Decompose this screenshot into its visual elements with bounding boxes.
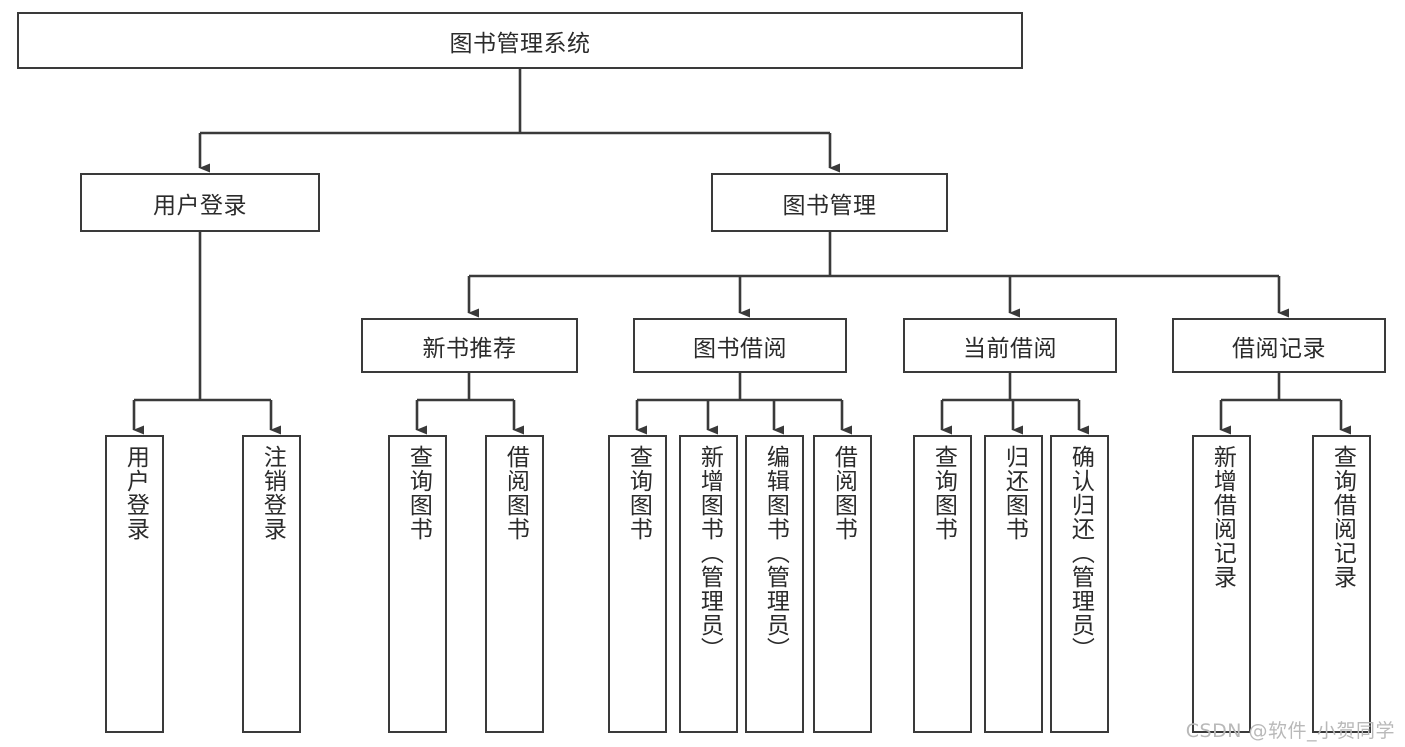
node-book-manage[interactable]: 图书管理 [711, 173, 948, 232]
leaf-label: 新增借阅记录 [1209, 445, 1236, 589]
node-leaf-query-book-1[interactable]: 查询图书 [388, 435, 447, 733]
node-leaf-logout[interactable]: 注销登录 [242, 435, 301, 733]
node-leaf-borrow-book-2[interactable]: 借阅图书 [813, 435, 872, 733]
leaf-label: 注销登录 [259, 445, 286, 541]
node-borrow-record[interactable]: 借阅记录 [1172, 318, 1386, 373]
node-leaf-edit-book[interactable]: 编辑图书（管理员） [745, 435, 804, 733]
node-root-system[interactable]: 图书管理系统 [17, 12, 1023, 69]
node-leaf-add-record[interactable]: 新增借阅记录 [1192, 435, 1251, 733]
node-leaf-user-login[interactable]: 用户登录 [105, 435, 164, 733]
leaf-label: 查询图书 [405, 445, 432, 541]
leaf-label: 编辑图书（管理员） [762, 445, 789, 661]
leaf-label: 确认归还（管理员） [1067, 445, 1094, 661]
node-user-login[interactable]: 用户登录 [80, 173, 320, 232]
leaf-label: 归还图书 [1001, 445, 1028, 541]
node-leaf-borrow-book-1[interactable]: 借阅图书 [485, 435, 544, 733]
node-leaf-return-book[interactable]: 归还图书 [984, 435, 1043, 733]
node-leaf-query-book-2[interactable]: 查询图书 [608, 435, 667, 733]
leaf-label: 借阅图书 [830, 445, 857, 541]
leaf-label: 查询借阅记录 [1329, 445, 1356, 589]
leaf-label: 查询图书 [625, 445, 652, 541]
node-book-borrow[interactable]: 图书借阅 [633, 318, 847, 373]
node-leaf-add-book[interactable]: 新增图书（管理员） [679, 435, 738, 733]
leaf-label: 新增图书（管理员） [696, 445, 723, 661]
node-current-borrow[interactable]: 当前借阅 [903, 318, 1117, 373]
leaf-label: 用户登录 [122, 445, 149, 541]
node-leaf-query-book-3[interactable]: 查询图书 [913, 435, 972, 733]
node-leaf-confirm-return[interactable]: 确认归还（管理员） [1050, 435, 1109, 733]
leaf-label: 查询图书 [930, 445, 957, 541]
leaf-label: 借阅图书 [502, 445, 529, 541]
node-new-book-recommend[interactable]: 新书推荐 [361, 318, 578, 373]
node-leaf-query-record[interactable]: 查询借阅记录 [1312, 435, 1371, 733]
